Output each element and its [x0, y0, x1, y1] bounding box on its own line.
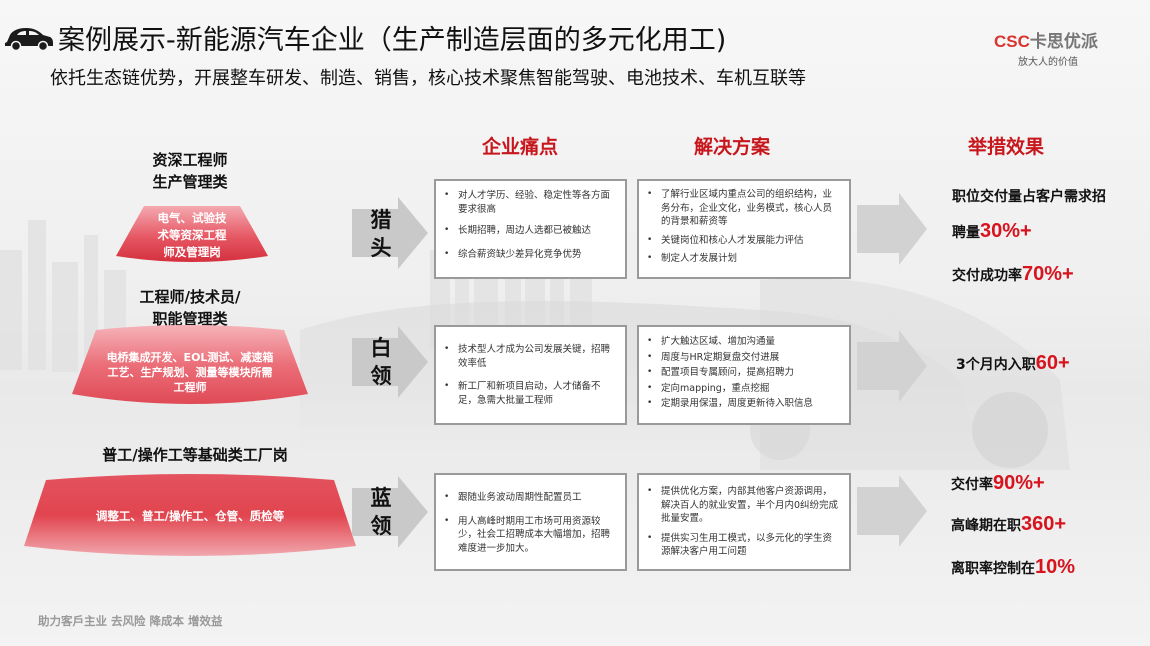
- solution-item: 提供实习生用工模式，以多元化的学生资源解决客户用工问题: [647, 532, 841, 559]
- tier3-title: 普工/操作工等基础类工厂岗: [80, 444, 310, 466]
- company-logo: CSC卡思优派 放大人的价值: [994, 27, 1098, 68]
- pain-item: 对人才学历、经验、稳定性等各方面要求很高: [444, 189, 617, 216]
- tier2-pain-box: 技术型人才成为公司发展关键，招聘效率低 新工厂和新项目启动，人才储备不足，急需大…: [434, 325, 627, 425]
- car-icon: [5, 28, 53, 52]
- tier3-pyramid-shape: [24, 474, 356, 556]
- tier3-title-line1: 普工/操作工等基础类工厂岗: [102, 446, 288, 464]
- solution-item: 了解行业区域内重点公司的组织结构，业务分布，企业文化，业务模式，核心人员的背景和…: [647, 188, 841, 229]
- logo-cn-text: 卡思优派: [1029, 32, 1098, 51]
- result-text: 高峰期在职: [951, 518, 1021, 534]
- result-number: 90%+: [993, 472, 1045, 494]
- tier2-pyramid-line: 电桥集成开发、EOL测试、减速箱: [106, 351, 274, 364]
- solution-item: 定向mapping，重点挖掘: [647, 382, 841, 396]
- footer-slogan: 助力客戶主业 去风险 降成本 增效益: [38, 614, 223, 628]
- result-text: 3个月内入职: [956, 357, 1036, 373]
- tier2-label-char: 白: [370, 336, 392, 360]
- column-head-effect: 举措效果: [968, 136, 1045, 158]
- tier1-title: 资深工程师 生产管理类: [120, 149, 260, 193]
- solution-item: 周度与HR定期复盘交付进展: [647, 351, 841, 365]
- result-text: 离职率控制在: [951, 561, 1035, 577]
- tier2-pyramid-text: 电桥集成开发、EOL测试、减速箱 工艺、生产规划、测量等模块所需 工程师: [80, 350, 300, 395]
- tier2-result-arrow: [857, 330, 927, 402]
- tier3-label-char: 蓝: [370, 486, 392, 510]
- tier1-result-3: 交付成功率70%+: [952, 263, 1074, 286]
- tier1-result-1: 职位交付量占客户需求招: [952, 186, 1106, 206]
- solution-item: 制定人才发展计划: [647, 252, 841, 266]
- tier1-pyramid-shape: [116, 206, 268, 262]
- page-subtitle: 依托生态链优势，开展整车研发、制造、销售，核心技术聚焦智能驾驶、电池技术、车机互…: [50, 68, 806, 89]
- tier3-pyramid-text: 调整工、普工/操作工、仓管、质检等: [60, 508, 320, 525]
- pain-item: 用人高峰时期用工市场可用资源较少，社会工招聘成本大幅增加，招聘难度进一步加大。: [444, 515, 617, 556]
- tier3-label: 蓝 领: [366, 484, 396, 540]
- result-text: 交付率: [951, 477, 993, 493]
- tier1-pyramid-text: 电气、试验技 术等资深工程 师及管理岗: [122, 210, 262, 261]
- tier1-pyramid-line: 师及管理岗: [163, 245, 221, 259]
- page-title: 案例展示-新能源汽车企业（生产制造层面的多元化用工): [58, 25, 727, 56]
- solution-item: 关键岗位和核心人才发展能力评估: [647, 234, 841, 248]
- tier1-title-line1: 资深工程师: [152, 151, 228, 169]
- pain-item: 综合薪资缺少差异化竞争优势: [444, 248, 617, 262]
- tier2-pyramid-line: 工艺、生产规划、测量等模块所需: [107, 366, 273, 379]
- tier1-pyramid-line: 电气、试验技: [157, 211, 227, 225]
- tier3-result-1: 交付率90%+: [951, 472, 1045, 495]
- tier1-title-line2: 生产管理类: [152, 173, 228, 191]
- tier1-label-char: 头: [370, 236, 392, 260]
- tier2-label: 白 领: [366, 334, 396, 390]
- tier2-pyramid-shape: [72, 325, 308, 404]
- result-number: 360+: [1021, 513, 1067, 535]
- tier2-arrow: [352, 326, 428, 398]
- tier1-solution-box: 了解行业区域内重点公司的组织结构，业务分布，企业文化，业务模式，核心人员的背景和…: [637, 179, 851, 279]
- tier2-label-char: 领: [370, 364, 392, 388]
- tier2-result-1: 3个月内入职60+: [956, 352, 1070, 375]
- tier3-result-arrow: [857, 475, 927, 547]
- logo-main-text: CSC: [994, 32, 1030, 51]
- result-number: 10%: [1035, 556, 1076, 578]
- tier3-result-3: 离职率控制在10%: [951, 556, 1075, 579]
- solution-item: 定期录用保温，周度更新待入职信息: [647, 397, 841, 411]
- tier3-pain-box: 跟随业务波动周期性配置员工 用人高峰时期用工市场可用资源较少，社会工招聘成本大幅…: [434, 473, 627, 571]
- solution-item: 扩大触达区域、增加沟通量: [647, 335, 841, 349]
- pain-item: 跟随业务波动周期性配置员工: [444, 491, 617, 505]
- tier3-pyramid-line: 调整工、普工/操作工、仓管、质检等: [95, 509, 285, 523]
- column-head-solution: 解决方案: [694, 136, 771, 158]
- logo-tagline: 放大人的价值: [1018, 57, 1078, 68]
- tier3-result-2: 高峰期在职360+: [951, 513, 1066, 536]
- tier2-title: 工程师/技术员/ 职能管理类: [110, 286, 270, 330]
- tier3-solution-box: 提供优化方案，内部其他客户资源调用，解决百人的就业安置，半个月内0纠纷完成批量安…: [637, 473, 851, 571]
- solution-item: 提供优化方案，内部其他客户资源调用，解决百人的就业安置，半个月内0纠纷完成批量安…: [647, 485, 841, 526]
- column-head-pain: 企业痛点: [482, 136, 559, 158]
- pain-item: 技术型人才成为公司发展关键，招聘效率低: [444, 343, 617, 370]
- tier1-label-char: 猎: [370, 208, 392, 232]
- tier2-pyramid-line: 工程师: [173, 381, 207, 394]
- pain-item: 长期招聘，周边人选都已被触达: [444, 224, 617, 238]
- tier1-pyramid-line: 术等资深工程: [157, 228, 227, 242]
- result-number: 70%+: [1022, 263, 1074, 285]
- tier1-arrow: [352, 197, 428, 269]
- result-text: 职位交付量占客户需求招: [952, 189, 1106, 205]
- result-number: 30%+: [980, 220, 1032, 242]
- result-number: 60+: [1035, 352, 1070, 374]
- tier1-result-2: 聘量30%+: [952, 220, 1032, 243]
- tier1-pain-box: 对人才学历、经验、稳定性等各方面要求很高 长期招聘，周边人选都已被触达 综合薪资…: [434, 179, 627, 279]
- tier1-label: 猎 头: [366, 206, 396, 262]
- tier3-label-char: 领: [370, 514, 392, 538]
- result-text: 交付成功率: [952, 268, 1022, 284]
- result-text: 聘量: [952, 225, 980, 241]
- tier2-title-line2: 职能管理类: [152, 310, 228, 328]
- solution-item: 配置项目专属顾问，提高招聘力: [647, 366, 841, 380]
- tier3-arrow: [352, 476, 428, 548]
- tier2-title-line1: 工程师/技术员/: [139, 288, 241, 306]
- pain-item: 新工厂和新项目启动，人才储备不足，急需大批量工程师: [444, 380, 617, 407]
- tier2-solution-box: 扩大触达区域、增加沟通量 周度与HR定期复盘交付进展 配置项目专属顾问，提高招聘…: [637, 325, 851, 425]
- tier1-result-arrow: [857, 193, 927, 265]
